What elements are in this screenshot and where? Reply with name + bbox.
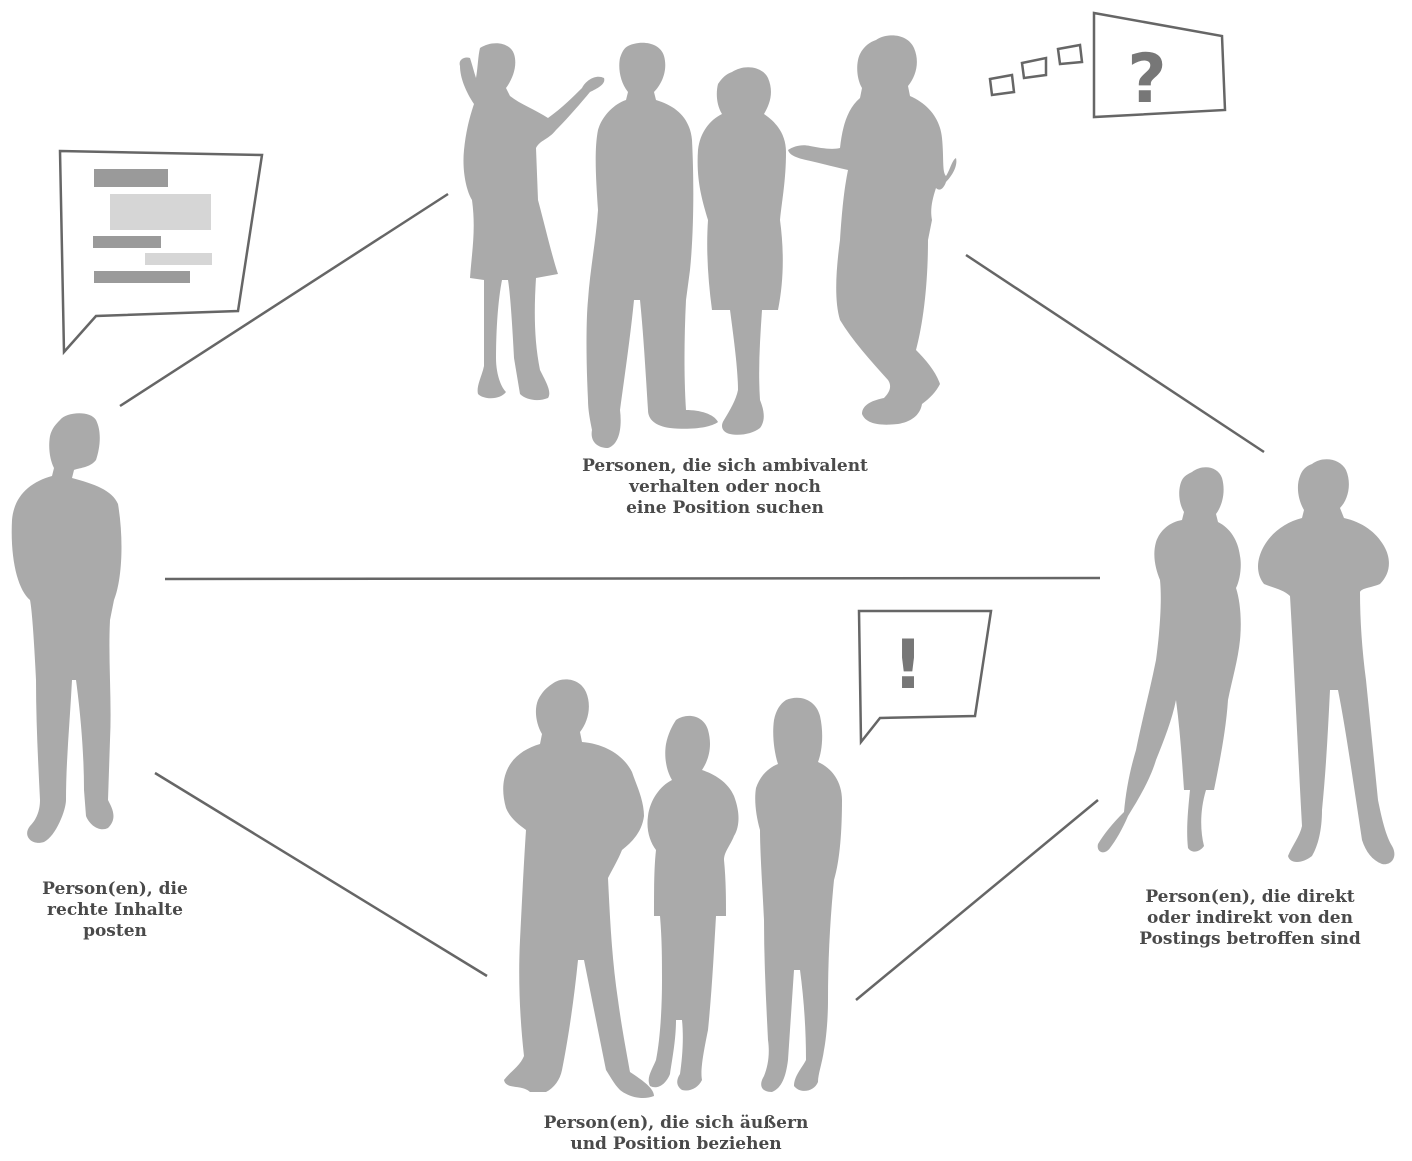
ambivalent-group-silhouette (459, 35, 957, 448)
thought-bubble (1092, 11, 1227, 119)
poster-silhouette (11, 413, 122, 843)
speaking-group-label: Person(en), die sich äußern und Position… (543, 1113, 809, 1154)
connector-poster-speaking (154, 771, 488, 978)
affected-group-silhouette (1097, 459, 1395, 865)
connector-speaking-affected (855, 799, 1099, 1001)
affected-group-label: Person(en), die direkt oder indirekt von… (1139, 887, 1361, 949)
thought-dot (988, 73, 1016, 97)
thought-dot (1020, 56, 1048, 80)
message-bar (145, 253, 212, 265)
message-bar (94, 169, 168, 187)
thought-bubble-question-icon: ? (988, 11, 1227, 119)
speaking-group-silhouette (503, 679, 842, 1098)
message-bar (93, 236, 161, 248)
connector-ambivalent-affected (965, 253, 1265, 454)
connectors (119, 192, 1265, 1001)
message-bar (94, 271, 190, 283)
message-bar (110, 194, 211, 230)
speech-bubble-exclamation-icon: ! (857, 609, 993, 746)
ambivalent-group-label: Personen, die sich ambivalent verhalten … (582, 456, 868, 518)
connector-poster-ambivalent (119, 192, 449, 408)
poster-label: Person(en), die rechte Inhalte posten (42, 879, 188, 941)
connector-poster-affected (164, 576, 1101, 581)
chat-message-bubble-icon (58, 149, 264, 356)
question-mark: ? (1127, 40, 1166, 119)
thought-dot (1056, 43, 1084, 66)
exclamation-mark: ! (892, 626, 923, 705)
